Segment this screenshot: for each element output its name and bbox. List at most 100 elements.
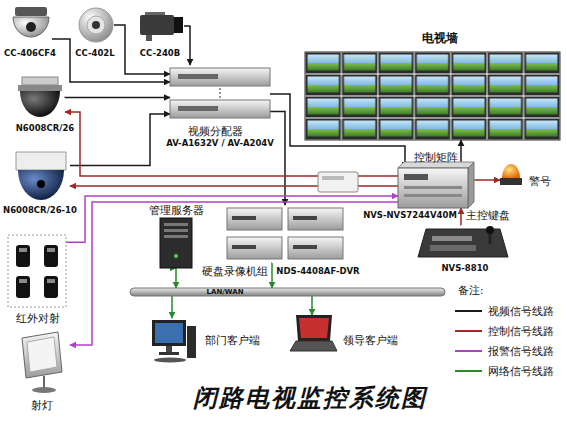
device-label: 警号 <box>529 176 551 187</box>
signal-line <box>70 202 398 345</box>
alarm-siren <box>500 164 522 185</box>
spotlight <box>22 332 62 378</box>
dome-camera <box>79 8 113 42</box>
laptop-client <box>290 315 337 351</box>
legend-line-sample <box>455 350 482 352</box>
signal-line <box>171 296 173 318</box>
ptz-dome-camera <box>18 77 62 117</box>
dvr-unit <box>288 208 343 230</box>
network-bus: LAN/WAN <box>130 288 445 296</box>
speed-dome-camera: N6008CR/26-10 <box>12 150 70 202</box>
video-distributor <box>178 74 218 79</box>
speed-dome-camera <box>18 170 64 200</box>
signal-line <box>270 111 285 205</box>
dome-camera <box>13 7 49 37</box>
signal-line <box>311 296 313 315</box>
dome-camera: CC-406CF4 <box>10 5 52 45</box>
spotlight <box>27 337 57 372</box>
infrared-beam-detector <box>19 248 27 252</box>
video-distributor: 视频分配器AV-A1632V / AV-A204V <box>170 65 270 123</box>
device-label: 管理服务器 <box>149 205 204 216</box>
box-camera: CC-240B <box>138 10 184 42</box>
device-label: N6008CR/26-10 <box>3 206 77 215</box>
desktop-client <box>187 326 196 358</box>
video-distributor <box>170 100 270 118</box>
alarm-siren <box>502 164 520 178</box>
dvr-unit <box>227 237 282 259</box>
control-keyboard <box>418 229 508 257</box>
dome-camera <box>87 16 105 34</box>
control-matrix <box>468 162 474 208</box>
signal-line <box>271 263 273 288</box>
signal-line <box>184 26 190 65</box>
spotlight: 射灯 <box>15 330 70 392</box>
device-label: 领导客户端 <box>343 335 398 346</box>
ptz-dome-camera: N6008CR/26 <box>15 75 65 120</box>
desktop-client <box>154 358 186 363</box>
device-label: CC-402L <box>75 49 114 58</box>
control-keyboard: 主控键盘NVS-8810 <box>418 225 508 257</box>
control-matrix <box>404 186 462 189</box>
desktop-client <box>152 320 186 346</box>
box-camera <box>140 12 183 41</box>
tv-wall: 电视墙 <box>305 52 560 140</box>
management-server: 管理服务器 <box>160 218 192 268</box>
legend-line-sample <box>455 370 482 372</box>
device-label: 部门客户端 <box>205 335 260 346</box>
alarm-siren: 警号 <box>500 163 522 185</box>
dvr-unit <box>293 245 317 249</box>
device-label: 主控键盘 <box>466 210 510 221</box>
video-distributor <box>170 68 270 118</box>
diagram-title: 闭路电视监控系统图 <box>193 386 427 410</box>
control-matrix <box>398 162 474 208</box>
control-keyboard <box>418 226 508 257</box>
dvr-group: 硬盘录像机组NDS-4408AF-DVR <box>225 205 345 263</box>
infrared-beam-detector <box>16 245 30 267</box>
model-number: NDS-4408AF-DVR <box>276 267 359 276</box>
management-server <box>160 218 192 268</box>
ptz-dome-camera <box>20 91 60 117</box>
note-heading: 备注: <box>458 285 484 296</box>
dome-camera <box>92 21 100 29</box>
device-label: 电视墙 <box>422 32 458 44</box>
device-label: 射灯 <box>31 400 53 411</box>
signal-line <box>65 97 170 99</box>
ptz-dome-camera <box>22 77 58 85</box>
infrared-beam-detector <box>8 235 66 307</box>
desktop-client <box>159 352 179 355</box>
signal-line <box>52 39 170 82</box>
dome-camera <box>26 22 36 32</box>
signal-line <box>460 208 462 225</box>
device-label: LAN/WAN <box>207 289 244 296</box>
ptz-dome-camera <box>18 85 62 91</box>
dome-camera <box>13 17 49 37</box>
dvr-unit <box>227 237 282 259</box>
device-label: 控制矩阵 <box>414 152 458 163</box>
legend-text: 报警信号线路 <box>488 346 554 357</box>
laptop-client: 领导客户端 <box>290 315 335 353</box>
control-matrix <box>404 194 462 197</box>
dvr-unit <box>288 237 343 259</box>
model-number: NVS-8810 <box>442 264 489 273</box>
device-label: CC-406CF4 <box>4 49 56 58</box>
legend-text: 网络信号线路 <box>488 366 554 377</box>
alarm-input-box <box>318 172 358 192</box>
laptop-client <box>290 341 337 351</box>
legend-line-sample <box>455 330 482 332</box>
desktop-client: 部门客户端 <box>150 318 195 363</box>
infrared-beam-detector: 红外对射 <box>8 235 66 307</box>
alarm-siren <box>500 178 522 185</box>
desktop-client <box>155 323 183 343</box>
network-bus <box>130 288 445 296</box>
dome-camera: CC-402L <box>78 5 114 45</box>
legend-text: 控制信号线路 <box>488 326 554 337</box>
tv-wall <box>305 52 560 140</box>
box-camera <box>140 15 174 35</box>
infrared-beam-detector <box>47 279 55 283</box>
device-label: 视频分配器 <box>188 126 243 137</box>
control-matrix <box>398 168 468 208</box>
video-distributor <box>220 88 221 99</box>
infrared-beam-detector <box>19 279 27 283</box>
desktop-client <box>152 320 196 363</box>
dvr-unit <box>227 208 282 230</box>
